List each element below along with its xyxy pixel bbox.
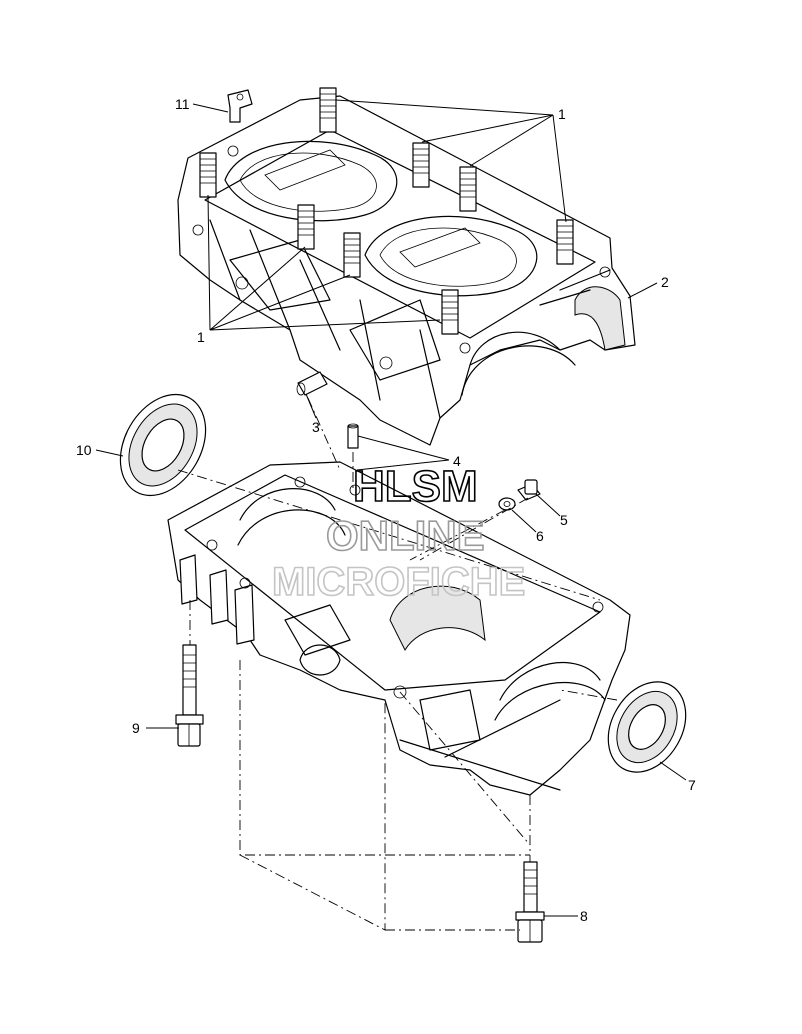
cylinder-studs xyxy=(199,87,574,335)
bolt-9 xyxy=(175,644,204,747)
callout-labels: 1 1 2 3 4 5 6 7 8 9 10 11 xyxy=(76,96,696,924)
watermark-line-2: ONLINE xyxy=(326,512,485,559)
callout-9: 9 xyxy=(132,720,140,736)
callout-4: 4 xyxy=(453,453,461,469)
alignment-lines xyxy=(177,397,618,931)
callout-1-lower: 1 xyxy=(197,329,205,345)
callout-3: 3 xyxy=(312,419,320,435)
dowel-4 xyxy=(347,423,359,449)
callout-2: 2 xyxy=(661,274,669,290)
leader-lines xyxy=(95,99,687,917)
callout-7: 7 xyxy=(688,777,696,793)
callout-10: 10 xyxy=(76,442,92,458)
callout-11: 11 xyxy=(175,96,190,112)
upper-crankcase xyxy=(177,87,636,446)
watermark: HLSM ONLINE MICROFICHE xyxy=(271,461,526,605)
lower-crankcase xyxy=(167,461,631,796)
elbow-fitting xyxy=(227,89,253,123)
bolt-5 xyxy=(517,479,541,501)
callout-1-upper: 1 xyxy=(558,106,566,122)
callout-6: 6 xyxy=(536,528,544,544)
oil-seal-10 xyxy=(119,393,207,497)
watermark-line-3: MICROFICHE xyxy=(272,560,525,604)
oil-seal-7 xyxy=(607,681,687,773)
dowel-pin-3 xyxy=(296,371,328,396)
callout-5: 5 xyxy=(560,512,568,528)
washer-6 xyxy=(498,497,516,511)
watermark-line-1: HLSM xyxy=(353,462,478,511)
callout-8: 8 xyxy=(580,908,588,924)
bolt-8 xyxy=(515,861,545,943)
